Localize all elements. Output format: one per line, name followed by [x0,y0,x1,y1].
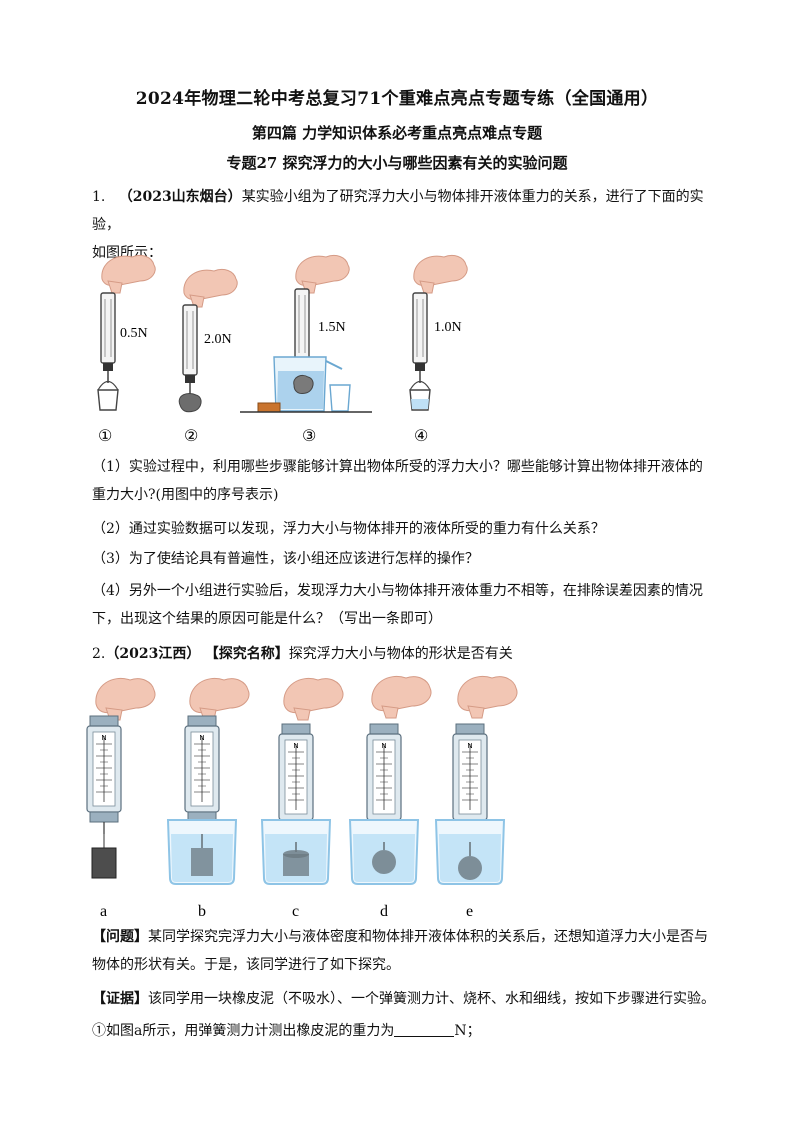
q2-scale-mark-d: N [381,742,386,750]
q2-number: 2. [92,646,106,662]
q2-label-e: e [466,903,473,920]
q2-step1-blank[interactable] [394,1022,455,1037]
q2-problem-line2: 物体的形状有关。于是，该同学进行了如下探究。 [92,957,400,973]
q2-evidence-text: 该同学用一块橡皮泥（不吸水）、一个弹簧测力计、烧杯、水和细线，按如下步骤进行实验… [148,991,715,1007]
q2-step1: ①如图a所示，用弹簧测力计测出橡皮泥的重力为 N； [92,1017,722,1045]
q1-reading-3: 1.5N [318,320,346,335]
q1-setup-1 [97,254,156,411]
q1-sub3: （3）为了使结论具有普遍性，该小组还应该进行怎样的操作？ [92,551,479,567]
q1-setup-4 [409,254,468,411]
q1-number: 1. [92,189,106,205]
q2-setup-e: N [435,675,518,885]
q2-problem-tag: 【问题】 [92,929,148,945]
q1-sub1: （1）实验过程中，利用哪些步骤能够计算出物体所受的浮力大小？哪些能够计算出物体排… [92,453,722,509]
q2-problem: 【问题】某同学探究完浮力大小与液体密度和物体排开液体体积的关系后，还想知道浮力大… [92,923,722,979]
q1-sub1-line2: 重力大小?(用图中的序号表示) [92,487,279,503]
q1-reading-1: 0.5N [120,326,148,341]
q2-setup-d: N [349,675,432,885]
section-title: 第四篇 力学知识体系必考重点亮点难点专题 [251,124,543,142]
q2-setup-b: N [167,677,250,885]
q2-topic-text: 探究浮力大小与物体的形状是否有关 [288,646,513,662]
q2-evidence-tag: 【证据】 [92,991,148,1007]
q1-label-3: ③ [302,428,316,445]
q1-intro-line1: 某实验小组为了研究浮力大小与物体排开液体重力的关系，进行了下面的实验， [92,189,704,233]
q2-figure: N N N N N a b c d e [86,675,518,920]
q2-evidence: 【证据】该同学用一块橡皮泥（不吸水）、一个弹簧测力计、烧杯、水和细线，按如下步骤… [92,985,722,1013]
q1-sub4: （4）另外一个小组进行实验后，发现浮力大小与物体排开液体重力不相等，在排除误差因… [92,577,722,633]
q2-label-b: b [198,903,206,920]
q2-source: （2023江西） [105,646,201,662]
topic-title: 专题27 探究浮力的大小与哪些因素有关的实验问题 [226,154,568,172]
q2-label-a: a [100,903,107,920]
q1-sub1-line1: （1）实验过程中，利用哪些步骤能够计算出物体所受的浮力大小？哪些能够计算出物体排… [92,459,703,475]
q1-sub4-line2: 下，出现这个结果的原因可能是什么？（写出一条即可） [92,611,442,627]
q1-reading-2: 2.0N [204,332,232,347]
document-title: 2024年物理二轮中考总复习71个重难点亮点专题专练（全国通用） [135,89,659,109]
q1-label-1: ① [98,428,112,445]
q2-intro: 2.（2023江西） 【探究名称】探究浮力大小与物体的形状是否有关 [92,640,722,668]
q2-scale-mark-a: N [101,734,106,742]
q2-setup-c: N [261,677,344,885]
q1-setup-2 [178,268,238,413]
q2-scale-mark-c: N [293,742,298,750]
q1-setup-3 [240,254,372,413]
q2-step1-suffix: N； [454,1023,481,1039]
q2-label-d: d [380,903,388,920]
q2-scale-mark-b: N [199,734,204,742]
q1-label-2: ② [184,428,198,445]
q1-source: （2023山东烟台） [118,189,242,205]
q2-topic-tag: 【探究名称】 [204,646,289,662]
q2-setup-a: N [86,677,156,879]
q1-reading-4: 1.0N [434,320,462,335]
q2-problem-line1: 某同学探究完浮力大小与液体密度和物体排开液体体积的关系后，还想知道浮力大小是否与 [148,929,708,945]
q2-scale-mark-e: N [467,742,472,750]
q1-sub2: （2）通过实验数据可以发现，浮力大小与物体排开的液体所受的重力有什么关系？ [92,521,605,537]
q2-label-c: c [292,903,299,920]
q1-label-4: ④ [414,428,428,445]
q1-intro: 1. （2023山东烟台）某实验小组为了研究浮力大小与物体排开液体重力的关系，进… [92,183,722,267]
q1-sub4-line1: （4）另外一个小组进行实验后，发现浮力大小与物体排开液体重力不相等，在排除误差因… [92,583,703,599]
q1-figure: 0.5N 2.0N 1.5N 1.0N ① ② ③ ④ [97,254,468,445]
q2-step1-prefix: ①如图a所示，用弹簧测力计测出橡皮泥的重力为 [92,1023,395,1039]
